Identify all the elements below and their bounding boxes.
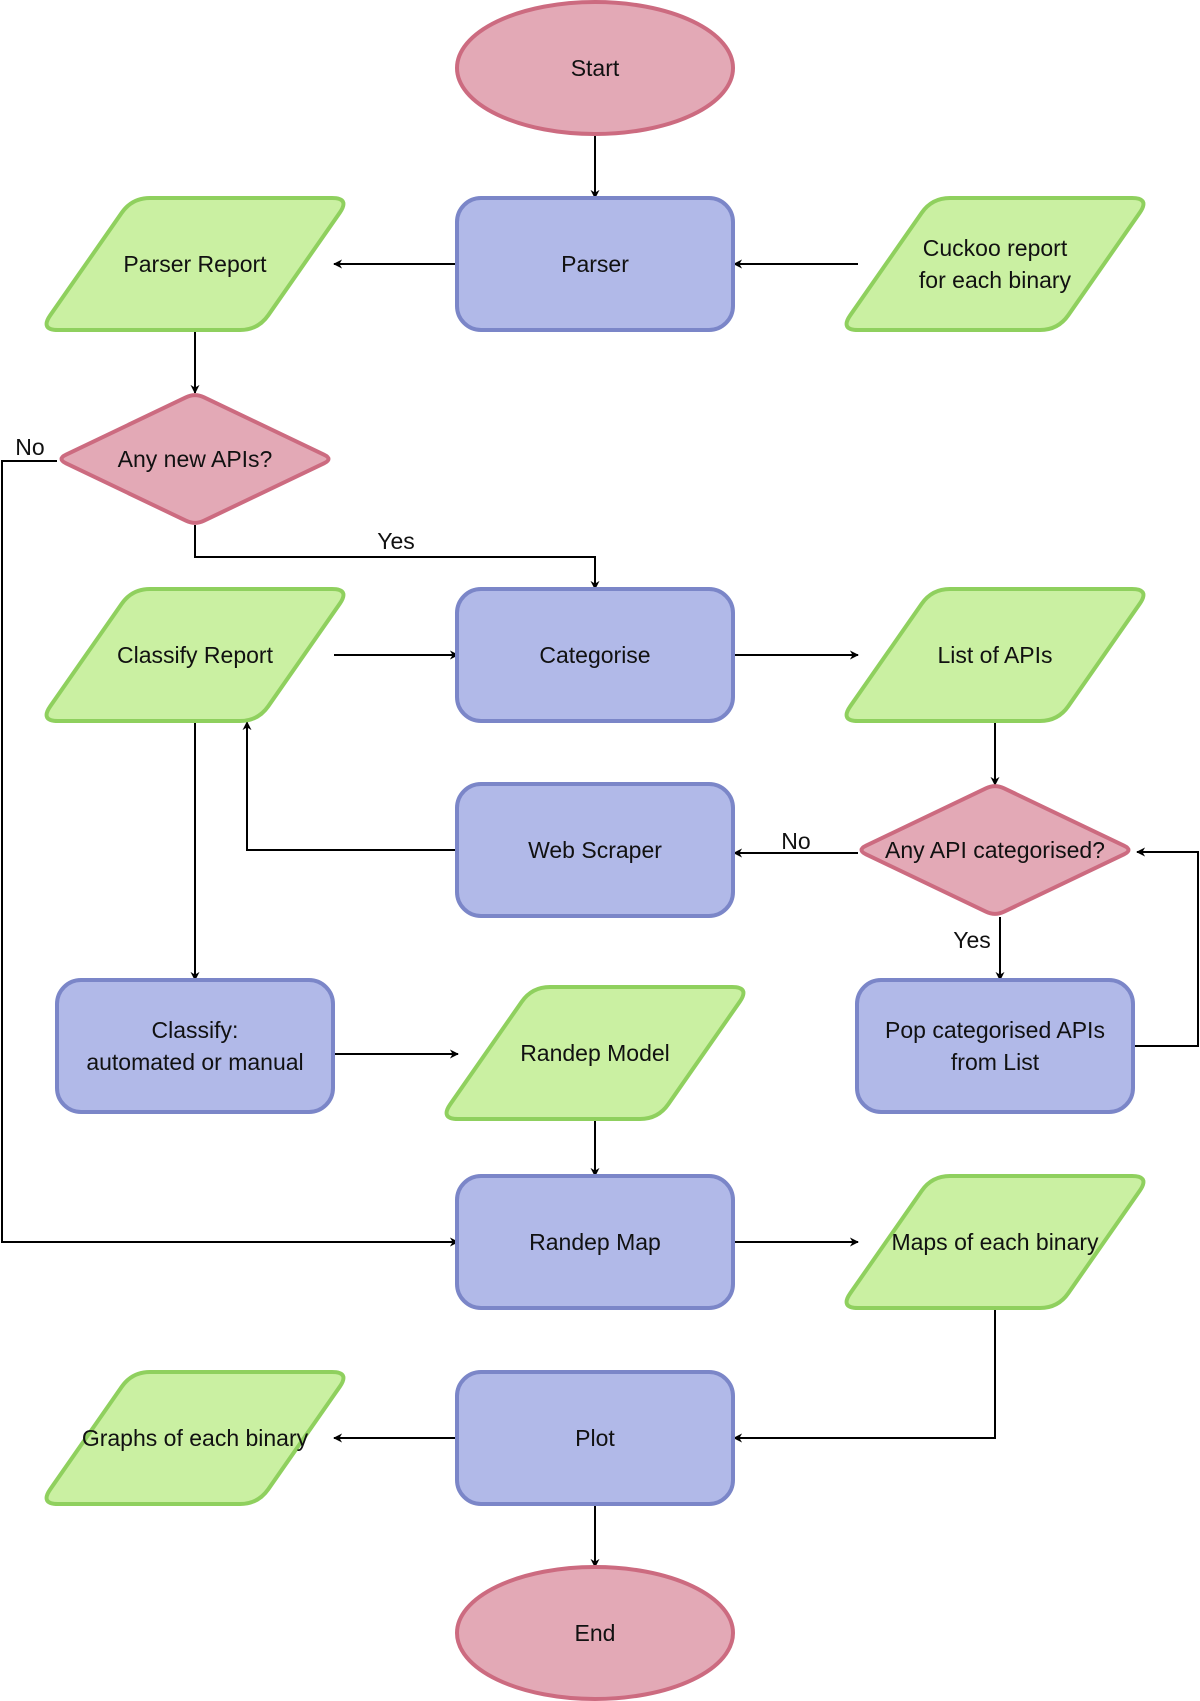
node-label: Graphs of each binary bbox=[82, 1425, 309, 1451]
edge-new_apis-categorise: Yes bbox=[194, 525, 600, 590]
edge-web_scraper-classify_report bbox=[242, 721, 458, 851]
connector-arrow bbox=[733, 1308, 996, 1443]
edge-api_categorised-web_scraper: No bbox=[733, 828, 858, 858]
node-label: Randep Map bbox=[529, 1229, 661, 1255]
process-shape bbox=[455, 1174, 735, 1310]
data-parallelogram-shape bbox=[444, 985, 746, 1121]
decision-diamond-shape bbox=[59, 393, 331, 525]
connector-arrow bbox=[1135, 847, 1199, 1047]
node-graphs-data: Graphs of each binary bbox=[44, 1370, 346, 1506]
node-parser-process: Parser bbox=[455, 196, 735, 332]
node-label: for each binary bbox=[919, 267, 1072, 293]
process-shape bbox=[455, 587, 735, 723]
node-label: automated or manual bbox=[86, 1049, 303, 1075]
decision-diamond-shape bbox=[859, 784, 1131, 916]
connector-arrow bbox=[1, 460, 459, 1247]
terminal-shape bbox=[455, 0, 735, 136]
edge-api_categorised-pop: Yes bbox=[953, 917, 1005, 981]
node-categorise-process: Categorise bbox=[455, 587, 735, 723]
data-parallelogram-shape bbox=[44, 196, 346, 332]
data-parallelogram-shape bbox=[844, 1174, 1146, 1310]
node-end-terminal: End bbox=[455, 1565, 735, 1701]
edge-label-no: No bbox=[15, 434, 44, 460]
node-label: from List bbox=[951, 1049, 1040, 1075]
process-shape bbox=[455, 1370, 735, 1506]
node-parser-report-data: Parser Report bbox=[44, 196, 346, 332]
node-label: Any API categorised? bbox=[885, 837, 1105, 863]
node-classify-report-data: Classify Report bbox=[44, 587, 346, 723]
node-maps-data: Maps of each binary bbox=[844, 1174, 1146, 1310]
data-parallelogram-shape bbox=[44, 1370, 346, 1506]
node-label: Any new APIs? bbox=[118, 446, 273, 472]
node-label: Classify: bbox=[152, 1017, 239, 1043]
node-randep-model-data: Randep Model bbox=[444, 985, 746, 1121]
node-label: Classify Report bbox=[117, 642, 274, 668]
edge-label-yes: Yes bbox=[953, 927, 991, 953]
node-label: Pop categorised APIs bbox=[885, 1017, 1105, 1043]
node-label: List of APIs bbox=[937, 642, 1052, 668]
node-label: End bbox=[575, 1620, 616, 1646]
terminal-shape bbox=[455, 1565, 735, 1701]
edge-maps-plot bbox=[733, 1308, 996, 1443]
process-shape bbox=[55, 978, 335, 1114]
node-label: Categorise bbox=[539, 642, 650, 668]
process-shape bbox=[855, 978, 1135, 1114]
node-label: Randep Model bbox=[520, 1040, 670, 1066]
node-label: Cuckoo report bbox=[923, 235, 1068, 261]
node-label: Parser bbox=[561, 251, 629, 277]
edge-new_apis-randep_map: No bbox=[1, 434, 459, 1247]
node-list-apis-data: List of APIs bbox=[844, 587, 1146, 723]
node-cuckoo-data: Cuckoo report for each binary bbox=[844, 196, 1146, 332]
node-classify-process: Classify: automated or manual bbox=[55, 978, 335, 1114]
node-start-terminal: Start bbox=[455, 0, 735, 136]
edge-label-yes: Yes bbox=[377, 528, 415, 554]
node-label: Maps of each binary bbox=[891, 1229, 1099, 1255]
data-parallelogram-shape bbox=[844, 587, 1146, 723]
data-parallelogram-shape bbox=[44, 587, 346, 723]
node-label: Web Scraper bbox=[528, 837, 662, 863]
process-shape bbox=[455, 196, 735, 332]
node-label: Parser Report bbox=[123, 251, 267, 277]
node-randep-map-process: Randep Map bbox=[455, 1174, 735, 1310]
node-new-apis-decision: Any new APIs? bbox=[59, 393, 331, 525]
connector-arrow bbox=[242, 721, 458, 851]
node-label: Plot bbox=[575, 1425, 615, 1451]
node-api-categorised-decision: Any API categorised? bbox=[859, 784, 1131, 916]
process-shape bbox=[455, 782, 735, 918]
node-plot-process: Plot bbox=[455, 1370, 735, 1506]
node-pop-process: Pop categorised APIs from List bbox=[855, 978, 1135, 1114]
data-parallelogram-shape bbox=[844, 196, 1146, 332]
edge-label-no: No bbox=[781, 828, 810, 854]
connector-arrow bbox=[194, 525, 600, 590]
node-label: Start bbox=[571, 55, 620, 81]
edge-pop-api_categorised bbox=[1135, 847, 1199, 1047]
node-web-scraper-process: Web Scraper bbox=[455, 782, 735, 918]
